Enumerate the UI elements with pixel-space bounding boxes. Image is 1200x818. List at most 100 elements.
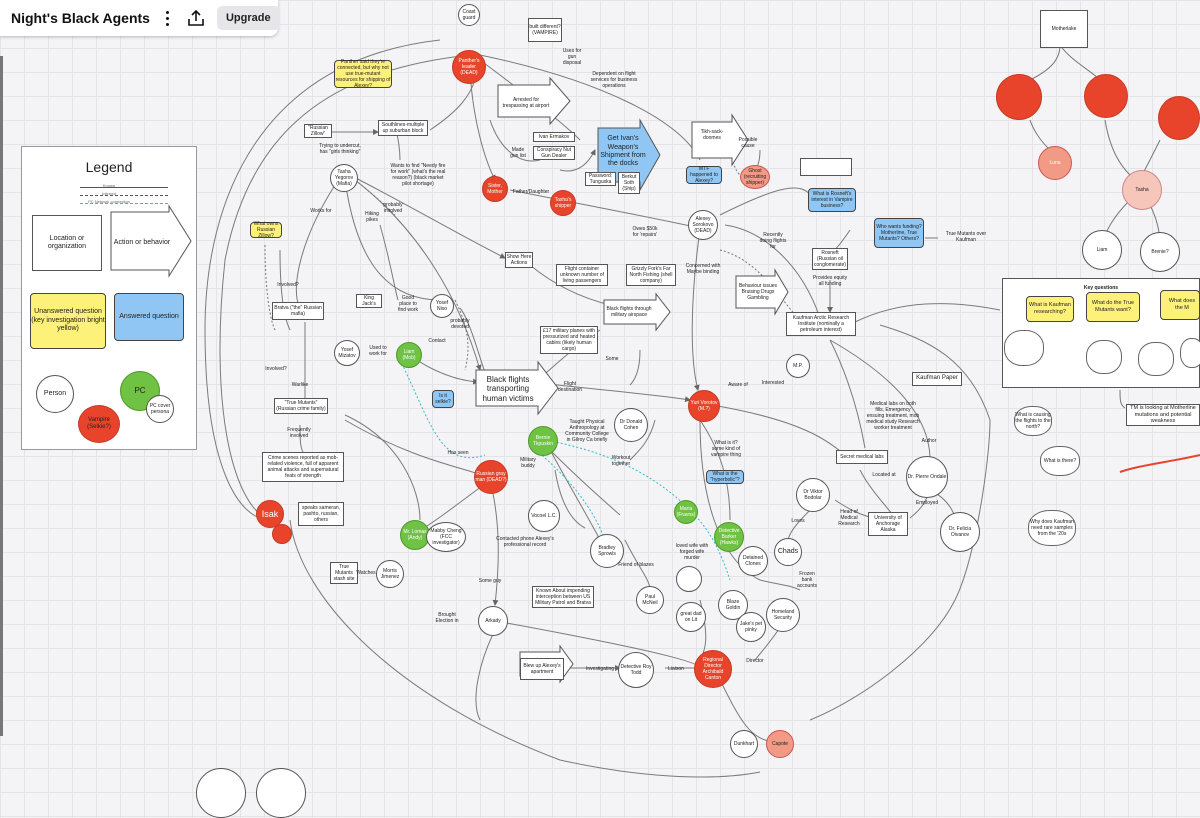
node-berkut[interactable]: Berkut Soth (Ship) — [618, 172, 640, 194]
node-isak[interactable]: Isak — [256, 500, 284, 528]
node-southlines[interactable]: Southlines-multiple up suburban block — [378, 120, 428, 136]
node-ghost-shipper[interactable]: Ghost (recruiting shipper) — [740, 165, 770, 189]
node-kaufman-institute[interactable]: Kaufman Arctic Research Institute (nomin… — [786, 312, 856, 336]
node-what-happened[interactable]: WTF happened to Alexey? — [686, 166, 722, 184]
node-bratva[interactable]: Bratva ("the" Russian mafia) — [272, 302, 324, 320]
node-whos-funding[interactable]: Who wants funding? Motherline, True Muta… — [874, 218, 924, 248]
node-flight-container[interactable]: Flight container unknown number of livin… — [556, 264, 608, 286]
node-jakes-pet[interactable]: Jake's pet pinky — [736, 612, 766, 642]
node-right-vamp-3[interactable] — [1158, 96, 1200, 140]
node-morris-jimenez[interactable]: Morris Jimenez — [376, 560, 404, 588]
node-password[interactable]: Password: Tunguska — [585, 172, 616, 186]
node-detective-barker[interactable]: Detective Barker (Hawks) — [714, 522, 744, 552]
share-upload-icon[interactable] — [187, 7, 205, 29]
node-mp[interactable]: M.P. — [786, 354, 810, 378]
node-is-it-selkie[interactable]: Is it selkie? — [432, 390, 454, 408]
cloud-what-there[interactable]: What is there? — [1040, 446, 1080, 476]
node-crime-scenes[interactable]: Crime scenes reported as mob-related vio… — [262, 452, 344, 482]
cloud-why-kaufman[interactable]: Why does Kaufman need rare samples from … — [1028, 510, 1076, 546]
node-theirs-video[interactable] — [800, 158, 852, 176]
key-question-3[interactable]: What does the M — [1160, 290, 1200, 320]
node-paul-mcneil[interactable]: Paul McNeil — [636, 586, 664, 614]
key-question-1[interactable]: What is Kaufman researching? — [1026, 296, 1074, 322]
node-brenie[interactable]: Brenie? — [1140, 232, 1180, 272]
node-russian-zillow[interactable]: "Russian Zillow" — [304, 124, 332, 138]
node-rosneft-question[interactable]: What is Rosneft's interest in Vampire bu… — [808, 188, 856, 212]
node-conspiracy-nut[interactable]: Conspiracy Nut Gun Dealer — [533, 146, 575, 160]
node-dr-felicia[interactable]: Dr. Felicia Oivanov — [940, 512, 980, 552]
node-black-flights-military[interactable]: Black flights through military airspace — [606, 306, 652, 318]
node-black-flights-human[interactable]: Black flights transporting human victims — [482, 374, 534, 403]
node-panther-question[interactable]: Panther said they're connected, but why … — [334, 59, 392, 89]
node-what-is-hyperbolic[interactable]: What is the "hyperbolic"? — [706, 470, 744, 484]
node-ivan-ermakov[interactable]: Ivan Ermakov — [533, 132, 575, 142]
node-bottom-circle-1[interactable] — [196, 768, 246, 818]
node-homeland-security[interactable]: Homeland Security — [766, 598, 800, 632]
node-rosneft[interactable]: Rosneft (Russian oil conglomerate) — [812, 248, 848, 270]
node-arkady[interactable]: Arkady — [478, 606, 508, 636]
node-true-mutants-stash[interactable]: True Mutants stash site — [330, 562, 358, 584]
node-bernie[interactable]: Bernie Tkpuskin — [528, 426, 558, 456]
node-behaviour[interactable]: Behaviour issues Bruising Drugs Gambling — [738, 283, 778, 301]
node-yosef-nixo[interactable]: Yosef Nixo — [430, 294, 454, 318]
node-dr-pierre[interactable]: Dr. Pierre Ondale — [906, 456, 948, 498]
node-arrested[interactable]: Arrested for trespassing at airport — [502, 97, 550, 109]
kq-cloud-4[interactable] — [1180, 338, 1200, 368]
node-dr-donald[interactable]: Dr Donald Cohen — [614, 408, 648, 442]
node-grizzly-forks[interactable]: Grizzly Fork's Far North Fishing (shell … — [626, 264, 676, 286]
node-isak-cover[interactable] — [272, 524, 292, 544]
kq-cloud-1[interactable] — [1004, 330, 1044, 366]
node-chads[interactable]: Chads — [774, 538, 802, 566]
node-detained-clones[interactable]: Detained Clones — [738, 546, 768, 576]
node-mabby-cheng[interactable]: Mabby Cheng (FCC investigator) — [426, 522, 466, 552]
node-blew-up[interactable]: Blew up Alexey's apartment — [520, 658, 564, 680]
node-tasha-shipper[interactable]: Tasha's shipper — [550, 190, 576, 216]
node-king-jacks[interactable]: King Jack's — [356, 294, 382, 308]
node-maria[interactable]: Maria (Fravns) — [674, 500, 698, 524]
node-ms-lomas[interactable]: Mr. Lomas (Andy) — [400, 520, 430, 550]
node-university-alaska[interactable]: University of Anchorage Alaska — [868, 512, 908, 536]
node-vocoel[interactable]: Vocoel L.C. — [528, 500, 560, 532]
kq-cloud-2[interactable] — [1086, 340, 1122, 374]
node-detective-roy[interactable]: Detective Roy Todd — [618, 652, 654, 688]
node-built-different[interactable]: built different? (VAMPIRE) — [528, 18, 562, 42]
node-luna[interactable]: Luna — [1038, 146, 1072, 180]
node-alexey[interactable]: Alexey Sorokovo (DEAD) — [688, 210, 718, 240]
node-bradley-sprowls[interactable]: Bradley Sprowls — [590, 534, 624, 568]
kq-cloud-3[interactable] — [1138, 342, 1174, 376]
node-bottom-circle-2[interactable] — [256, 768, 306, 818]
node-regional-director[interactable]: Regional Director Archibald Canton — [694, 650, 732, 688]
node-right-vamp-2[interactable] — [1084, 74, 1128, 118]
node-get-weapons[interactable]: Get Ivan's Weapon's Shipment from the do… — [600, 135, 646, 168]
node-right-vamp-1[interactable] — [996, 74, 1042, 120]
node-secret-medical[interactable]: Secret medical labs — [836, 450, 888, 464]
legend-panel[interactable]: Legend Known Inferred PC Network connect… — [21, 146, 197, 450]
node-show-here[interactable]: Show Here Actions — [505, 252, 533, 268]
node-liam2[interactable]: Liam — [1082, 230, 1122, 270]
node-dr-viktor[interactable]: Dr Viktor Bodolar — [796, 478, 830, 512]
node-known-about[interactable]: Known About impending interception betwe… — [532, 586, 594, 608]
node-what-owns[interactable]: What owns Russian Zillow? — [250, 221, 282, 239]
node-apgs[interactable] — [676, 566, 702, 592]
node-motherlake[interactable]: Motherlake — [1040, 10, 1088, 48]
node-military-planes[interactable]: £17 military planes with pressurized and… — [540, 326, 598, 354]
node-panther-leader[interactable]: Panther's leader (DEAD) — [452, 50, 486, 84]
node-liam-mob[interactable]: Liam (Mob) — [396, 342, 422, 368]
node-capote[interactable]: Capote — [766, 730, 794, 758]
node-kaufman-paper[interactable]: Kaufman Paper — [912, 372, 962, 386]
node-tm-looking[interactable]: TM is looking at Motherline mutations an… — [1126, 404, 1200, 426]
node-yuri-vorotov[interactable]: Yuri Vorotov (M.?) — [688, 390, 720, 422]
node-coast-guard[interactable]: Coast guard — [458, 4, 480, 26]
node-tasha[interactable]: Tasha Yegorov (Mafia) — [330, 164, 358, 192]
node-sister-mother[interactable]: Sister, Mother — [482, 176, 508, 202]
key-question-2[interactable]: What do the True Mutants want? — [1086, 292, 1140, 322]
cloud-what-causing[interactable]: What is causing the flights to the north… — [1014, 406, 1052, 436]
kebab-menu-icon[interactable] — [165, 6, 169, 30]
node-yosef-mizatov[interactable]: Yosef Mizatov — [334, 340, 360, 366]
node-true-mutants[interactable]: "True Mutants" (Russian crime family) — [274, 398, 328, 414]
board-title[interactable]: Night's Black Agents — [11, 10, 150, 26]
node-tasha2[interactable]: Tasha — [1122, 170, 1162, 210]
node-tikhonov[interactable]: Tikh-sack-doomes — [700, 129, 724, 141]
node-russian-gray-man[interactable]: Russian gray man (DEAD?) — [474, 460, 508, 494]
node-isak-speaks[interactable]: speaks sameran, pashto, russian, others — [298, 502, 344, 526]
